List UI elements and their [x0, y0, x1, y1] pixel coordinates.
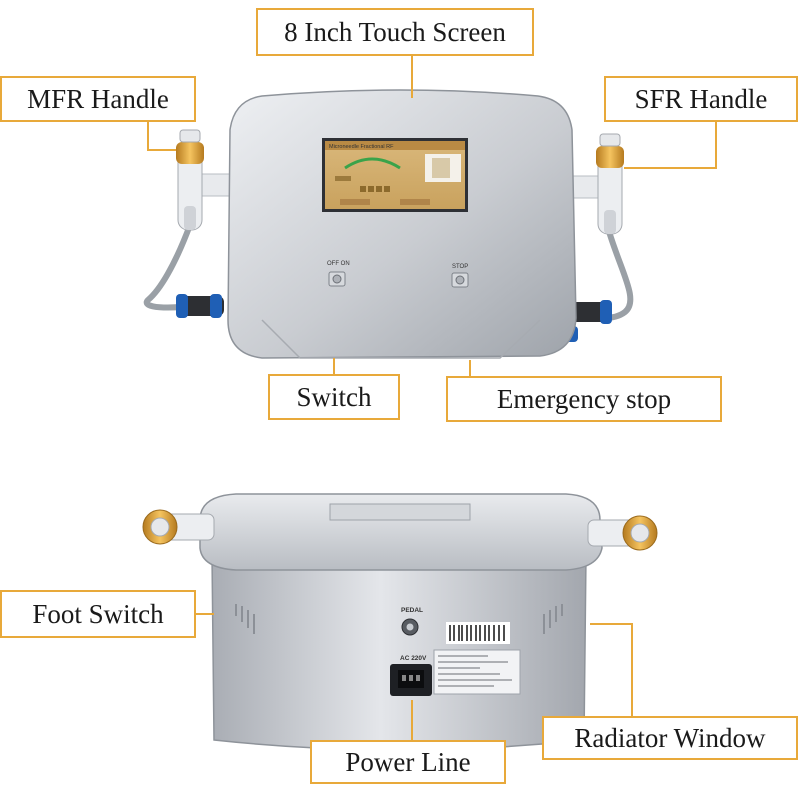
- device-front-bevel: [261, 319, 541, 359]
- radiator-vent-right: [543, 604, 563, 634]
- callout-touch-screen: 8 Inch Touch Screen: [256, 8, 534, 56]
- ac-label: AC 220V: [400, 655, 427, 662]
- sfr-handle: [596, 133, 624, 235]
- power-socket: [390, 664, 432, 696]
- power-switch: [328, 271, 346, 287]
- callout-mfr-handle: MFR Handle: [0, 76, 196, 122]
- rear-right-handle: [587, 515, 658, 551]
- device-front-body: [227, 89, 577, 359]
- touch-screen: Microneedle Fractional RF: [322, 138, 468, 212]
- screen-title: Microneedle Fractional RF: [329, 144, 394, 150]
- callout-power-line: Power Line: [310, 740, 506, 784]
- stop-label: STOP: [452, 264, 468, 270]
- callout-emergency-stop: Emergency stop: [446, 376, 722, 422]
- emergency-stop-button: [451, 272, 469, 288]
- mfr-cable: [143, 223, 201, 311]
- rear-left-handle: [142, 509, 215, 545]
- mfr-handle: [176, 129, 204, 231]
- pedal-label: PEDAL: [401, 607, 423, 614]
- device-lid: [199, 493, 603, 571]
- radiator-vent-left: [235, 604, 255, 634]
- device-rear-body: [211, 555, 587, 751]
- spec-label-plate: [433, 649, 521, 695]
- leader-lines: [147, 56, 717, 740]
- callout-radiator-window: Radiator Window: [542, 716, 798, 760]
- lid-slot: [329, 503, 471, 521]
- left-connector: [176, 294, 224, 318]
- off-on-label: OFF ON: [327, 261, 350, 267]
- callout-sfr-handle: SFR Handle: [604, 76, 798, 122]
- callout-foot-switch: Foot Switch: [0, 590, 196, 638]
- barcode: [446, 622, 510, 644]
- callout-switch: Switch: [268, 374, 400, 420]
- pedal-port: [401, 618, 419, 636]
